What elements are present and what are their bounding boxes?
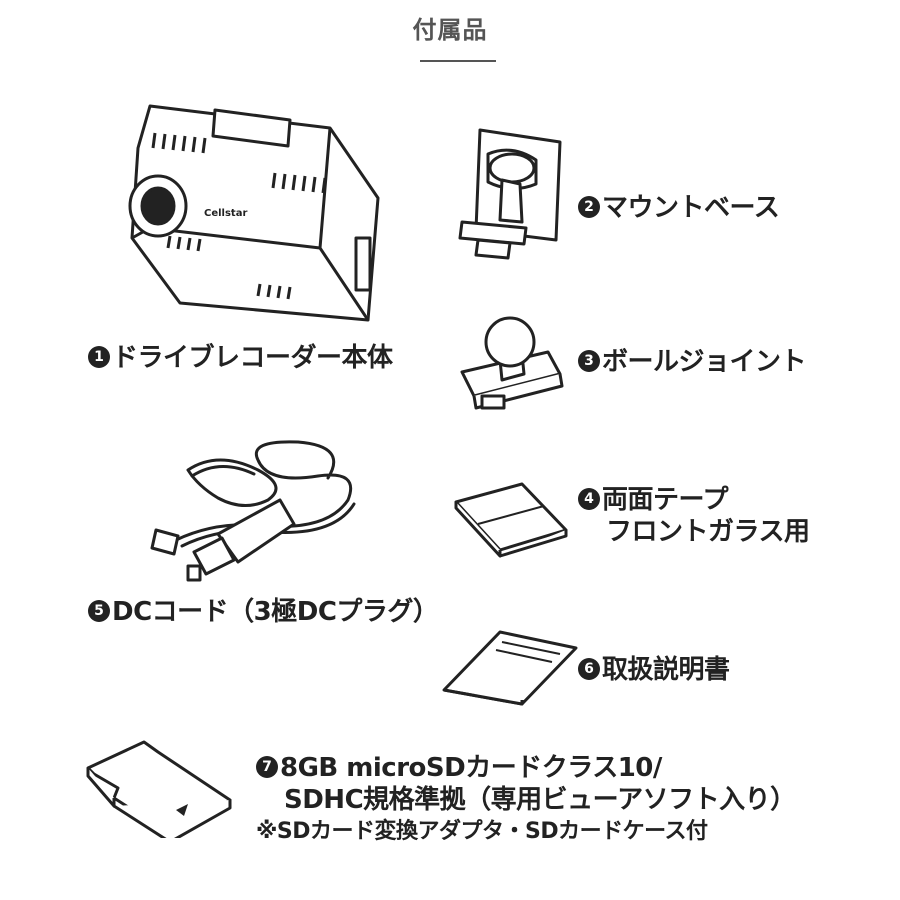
item-6-number: 6 [578, 657, 600, 680]
item-3-text: ボールジョイント [602, 347, 807, 377]
svg-text:Cellstar: Cellstar [204, 208, 247, 219]
item-3-number: 3 [578, 349, 600, 372]
title-underline [420, 60, 496, 62]
item-5-number: 5 [88, 599, 110, 622]
double-sided-tape-icon [452, 478, 572, 558]
manual-icon [440, 628, 580, 708]
dashcam-icon: Cellstar [120, 88, 390, 333]
item-7-note: ※SDカード変換アダプタ・SDカードケース付 [256, 819, 708, 844]
item-6-text: 取扱説明書 [602, 655, 730, 685]
item-2-number: 2 [578, 195, 600, 218]
dc-cord-icon [148, 430, 368, 590]
item-7-subtext: SDHC規格準拠（専用ビューアソフト入り） [284, 785, 796, 815]
ball-joint-icon [452, 312, 572, 412]
item-7-number: 7 [256, 755, 278, 778]
item-7-text: 8GB microSDカードクラス10/ [280, 753, 662, 783]
item-2-text: マウントベース [602, 193, 780, 223]
item-5-text: DCコード（3極DCプラグ） [112, 597, 439, 627]
item-4-number: 4 [578, 487, 600, 510]
mount-base-icon [452, 122, 572, 262]
item-1-number: 1 [88, 345, 110, 368]
item-4-subtext: フロントガラス用 [606, 517, 810, 547]
page-title: 付属品 [412, 16, 488, 44]
item-4-text: 両面テープ [602, 485, 728, 515]
microsd-card-icon [84, 738, 234, 838]
item-1-text: ドライブレコーダー本体 [112, 343, 393, 373]
